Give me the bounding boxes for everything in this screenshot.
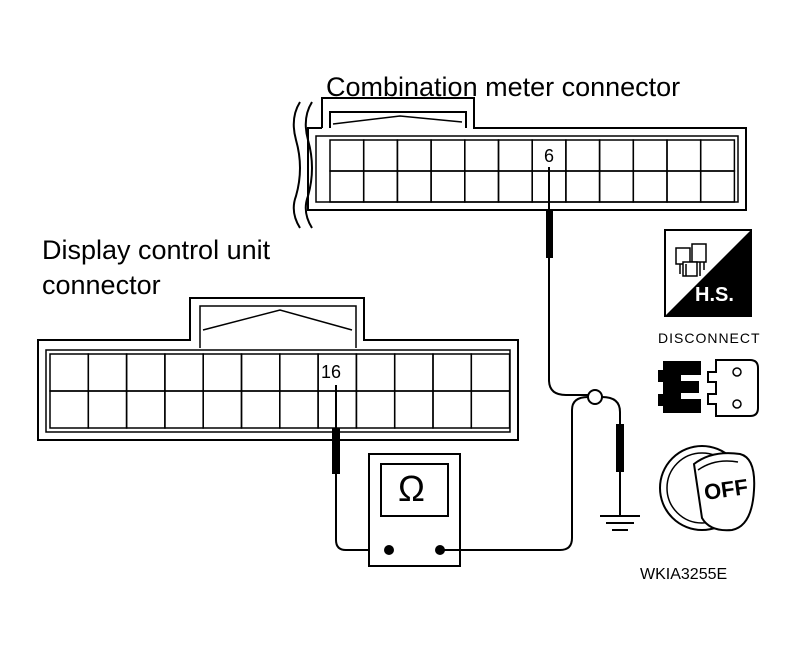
- display-control-unit-label-line2: connector: [42, 270, 161, 300]
- combination-meter-connector: [292, 97, 747, 229]
- harness-side-badge: [664, 229, 752, 317]
- hs-badge-label: H.S.: [695, 284, 734, 306]
- ohmmeter: [368, 453, 461, 567]
- ground-probe: [587, 389, 624, 515]
- ohm-symbol: Ω: [398, 468, 425, 509]
- figure-code: WKIA3255E: [640, 566, 728, 583]
- ground-symbol-icon: [600, 515, 640, 531]
- meter-pin-label: 6: [543, 146, 556, 167]
- display-control-unit-connector: [37, 297, 519, 441]
- harness-connector-icon: [675, 243, 707, 277]
- terminal-cavity: [470, 390, 511, 429]
- ignition-key-off-icon: [659, 445, 756, 532]
- disconnect-connector-icon: [658, 359, 759, 417]
- display-pin-label: 16: [320, 362, 343, 383]
- terminal-cavity: [699, 170, 736, 203]
- combination-meter-connector-label: Combination meter connector: [326, 72, 681, 102]
- disconnect-label: DISCONNECT: [658, 330, 761, 346]
- ohmmeter-return-wire: [440, 396, 589, 551]
- display-control-unit-label-line1: Display control unit: [42, 235, 271, 265]
- display-probe: [332, 385, 389, 551]
- display-connector-terminals: [49, 353, 511, 429]
